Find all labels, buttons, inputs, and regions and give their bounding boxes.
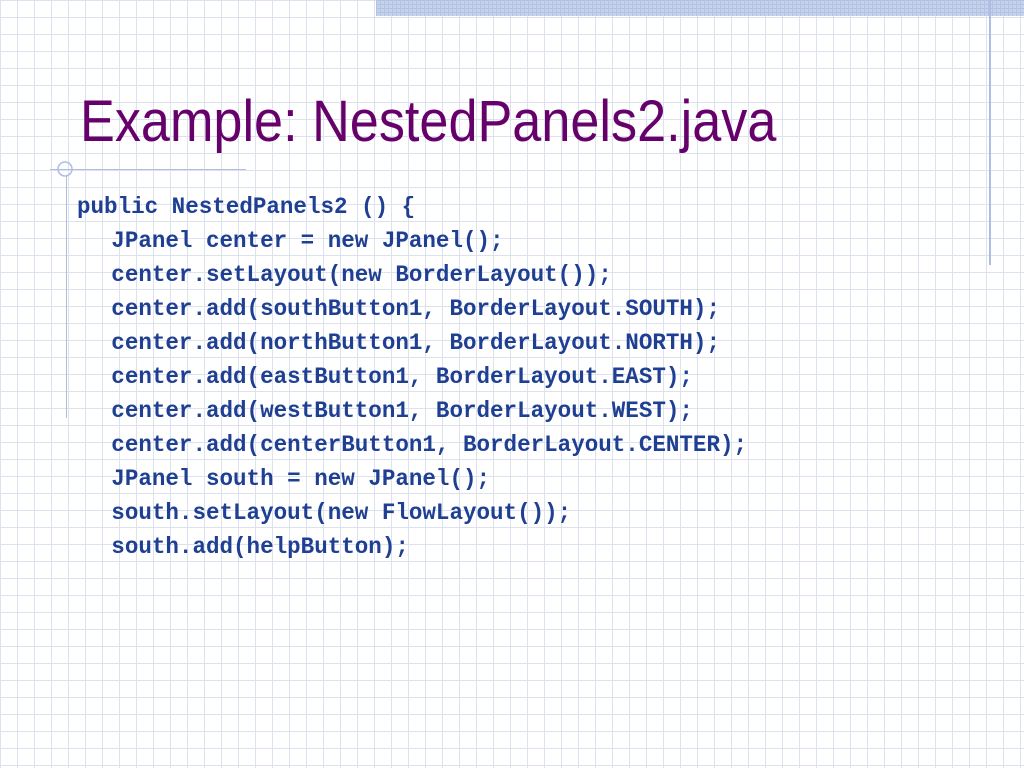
decorative-right-rule: [989, 0, 991, 265]
code-line: public NestedPanels2 () {: [77, 194, 416, 220]
decorative-top-band: [376, 0, 1024, 16]
code-line: center.add(westButton1, BorderLayout.WES…: [111, 398, 693, 424]
code-line: center.add(southButton1, BorderLayout.SO…: [111, 296, 720, 322]
code-line: JPanel center = new JPanel();: [111, 228, 504, 254]
code-line: center.add(northButton1, BorderLayout.NO…: [111, 330, 720, 356]
decorative-title-underline: [50, 169, 246, 170]
code-line: center.add(eastButton1, BorderLayout.EAS…: [111, 364, 693, 390]
code-line: center.setLayout(new BorderLayout());: [111, 262, 612, 288]
code-block: public NestedPanels2 () { JPanel center …: [77, 190, 761, 564]
code-line: center.add(centerButton1, BorderLayout.C…: [111, 432, 748, 458]
decorative-left-rule: [66, 175, 67, 418]
code-line: JPanel south = new JPanel();: [111, 466, 491, 492]
slide-title: Example: NestedPanels2.java: [80, 89, 777, 154]
circle-ornament-icon: [57, 161, 73, 177]
code-line: south.add(helpButton);: [111, 534, 409, 560]
code-line: south.setLayout(new FlowLayout());: [111, 500, 572, 526]
